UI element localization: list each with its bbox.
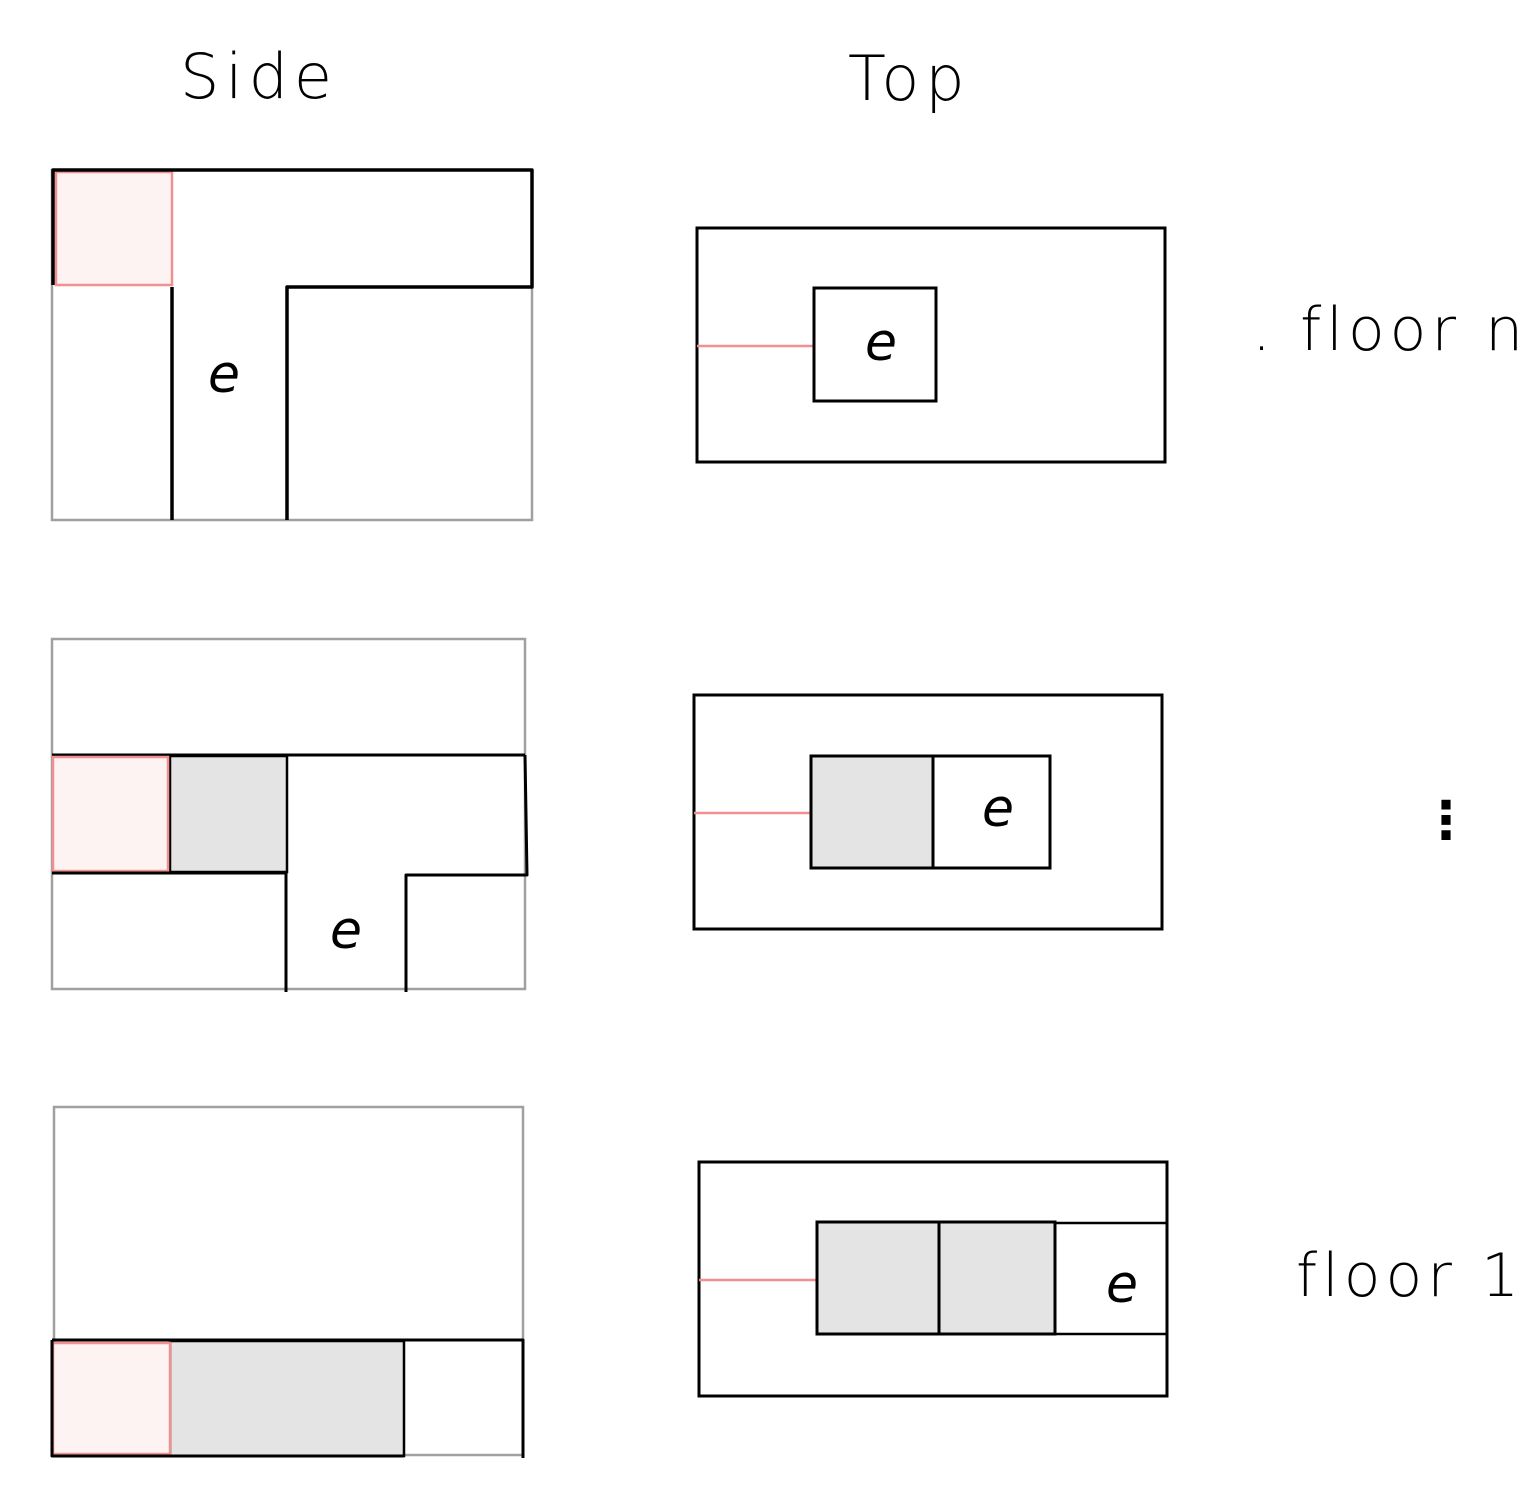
entry-cell	[51, 1341, 172, 1456]
side-view-floor-n: e	[50, 168, 534, 522]
filled-cells	[168, 1339, 406, 1458]
top-view-floor-1: e	[697, 1160, 1169, 1398]
side-header: Side	[180, 40, 338, 113]
floor-n-label: . floor n	[1252, 295, 1528, 365]
cell-label-e: e	[1106, 1255, 1138, 1315]
cell-label-e: e	[865, 313, 897, 373]
current-cell	[812, 286, 938, 403]
cell-label-e: e	[208, 345, 240, 405]
top-header: Top	[848, 42, 971, 115]
cell-label-e: e	[330, 901, 362, 961]
entry-cell	[51, 755, 170, 873]
filled-cell	[168, 754, 289, 874]
corridor-walls	[50, 1338, 525, 1458]
filled-cell	[809, 754, 935, 870]
corridor-walls	[52, 754, 529, 992]
entry-cell	[54, 170, 174, 287]
floor-1-label: floor 1	[1296, 1241, 1524, 1311]
corridor-walls	[51, 168, 534, 520]
intermediate-floors-ellipsis: ⋮	[1420, 791, 1472, 851]
side-view-floor-1	[50, 1105, 525, 1458]
filled-cell	[937, 1220, 1057, 1336]
top-view-floor-n: e	[695, 226, 1167, 464]
filled-cell	[815, 1220, 941, 1336]
cell-label-e: e	[982, 779, 1014, 839]
current-cell	[931, 754, 1052, 870]
top-view-floor-middle: e	[692, 693, 1164, 931]
side-view-floor-middle: e	[50, 637, 529, 992]
